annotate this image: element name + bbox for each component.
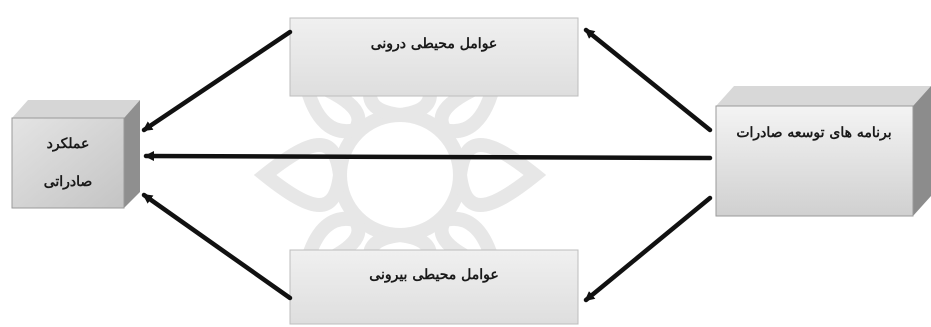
node-export-dev-programs: برنامه های توسعه صادرات [716, 86, 931, 216]
box-face [290, 250, 578, 324]
box-front-face [716, 106, 913, 216]
box-face [290, 18, 578, 96]
arrow-internal-to-performance [144, 32, 290, 130]
arrow-programs-to-external [586, 198, 710, 300]
box-top-face [12, 100, 140, 118]
arrow-programs-to-internal [586, 30, 710, 130]
box-top-face [716, 86, 931, 106]
external-factors-label: عوامل محیطی بیرونی [369, 267, 498, 283]
export-performance-label-line2: صادراتی [44, 174, 93, 190]
node-export-performance: عملکرد صادراتی [12, 100, 140, 208]
arrow-external-to-performance [144, 195, 290, 298]
arrow-programs-to-performance [146, 156, 710, 158]
node-external-factors: عوامل محیطی بیرونی [290, 250, 578, 324]
box-side-face [913, 86, 931, 216]
node-internal-factors: عوامل محیطی درونی [290, 18, 578, 96]
export-performance-label-line1: عملکرد [47, 136, 90, 152]
internal-factors-label: عوامل محیطی درونی [371, 36, 498, 52]
export-dev-programs-label: برنامه های توسعه صادرات [736, 125, 891, 141]
box-front-face [12, 118, 124, 208]
box-side-face [124, 100, 140, 208]
